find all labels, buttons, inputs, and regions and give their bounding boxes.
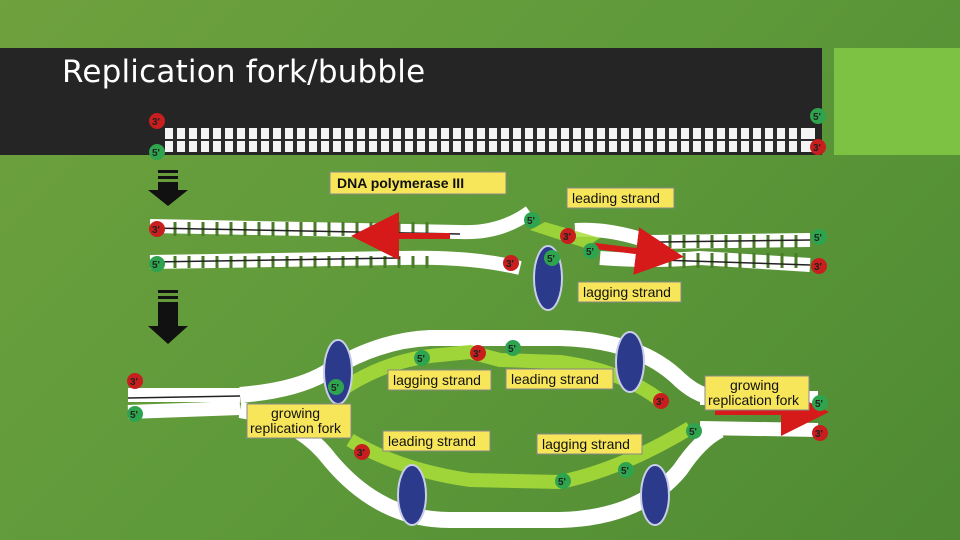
end-marker-3prime-row3-right: 3' xyxy=(812,425,828,441)
svg-text:5': 5' xyxy=(547,254,555,265)
dna-double-strand xyxy=(165,128,815,152)
svg-text:3': 3' xyxy=(815,429,823,440)
helicase-icon-left-bottom xyxy=(397,464,427,526)
label-leading-strand-row3-bottom: leading strand xyxy=(382,430,491,452)
end-marker-3prime-bottom-right: 3' xyxy=(810,139,826,155)
svg-text:3': 3' xyxy=(814,262,822,273)
svg-text:3': 3' xyxy=(357,448,365,459)
svg-text:5': 5' xyxy=(417,354,425,365)
svg-text:5': 5' xyxy=(813,112,821,123)
svg-text:5': 5' xyxy=(331,383,339,394)
title-accent-block xyxy=(834,48,960,155)
base-pair-ticks xyxy=(165,128,815,152)
down-arrow-step-2 xyxy=(148,290,188,344)
end-marker-3prime-row3-left: 3' xyxy=(127,373,143,389)
svg-text:lagging strand: lagging strand xyxy=(393,372,481,388)
svg-text:lagging strand: lagging strand xyxy=(542,436,630,452)
svg-text:replication fork: replication fork xyxy=(708,392,800,408)
svg-text:leading strand: leading strand xyxy=(572,190,660,206)
end-marker-5prime-row3-right: 5' xyxy=(812,395,828,411)
end-marker-3prime-row2-right: 3' xyxy=(811,258,827,274)
svg-text:5': 5' xyxy=(586,247,594,258)
dna-strands-left-tail xyxy=(127,388,241,419)
svg-text:3': 3' xyxy=(656,397,664,408)
leading-arrow-right xyxy=(594,227,684,275)
label-leading-strand-row3-top: leading strand xyxy=(505,368,614,390)
helicase-icon-right-top xyxy=(615,331,645,393)
label-lagging-strand-row3-top: lagging strand xyxy=(387,369,492,391)
svg-text:5': 5' xyxy=(152,148,160,159)
end-marker-3prime-top-left: 3' xyxy=(149,113,165,129)
label-leading-strand-row2: leading strand xyxy=(566,187,675,209)
template-line-right-top xyxy=(659,239,811,243)
end-marker-3prime-row2-left: 3' xyxy=(149,221,165,237)
end-marker-5prime-bottom-left: 5' xyxy=(149,144,165,160)
svg-text:5': 5' xyxy=(621,466,629,477)
label-growing-fork-left: growing replication fork xyxy=(246,403,352,439)
svg-text:5': 5' xyxy=(814,233,822,244)
svg-text:3': 3' xyxy=(813,143,821,154)
down-arrow-step-1 xyxy=(148,170,188,206)
end-marker-3prime-row2-mid: 3' xyxy=(503,255,519,271)
end-marker-5prime-row3-g: 5' xyxy=(555,473,571,489)
helicase-icon-right-bottom xyxy=(640,464,670,526)
svg-text:leading strand: leading strand xyxy=(511,371,599,387)
svg-text:5': 5' xyxy=(689,427,697,438)
svg-text:5': 5' xyxy=(508,344,516,355)
svg-text:5': 5' xyxy=(130,410,138,421)
svg-text:lagging strand: lagging strand xyxy=(583,284,671,300)
end-marker-5prime-top-right: 5' xyxy=(810,108,826,124)
label-dna-polymerase: DNA polymerase III xyxy=(329,171,507,195)
end-marker-3prime-row3-e: 3' xyxy=(653,393,669,409)
template-line-right-bottom xyxy=(659,259,811,266)
end-marker-3prime-row2-fork: 3' xyxy=(560,228,576,244)
label-lagging-strand-row3-bottom: lagging strand xyxy=(536,433,643,455)
end-marker-5prime-row3-b: 5' xyxy=(414,350,430,366)
end-marker-5prime-row2-mid: 5' xyxy=(544,250,560,266)
end-marker-3prime-row3-c: 3' xyxy=(470,345,486,361)
label-growing-fork-right: growing replication fork xyxy=(704,375,810,411)
slide-title: Replication fork/bubble xyxy=(62,54,426,90)
new-strand-bottom xyxy=(346,421,694,490)
svg-text:growing: growing xyxy=(271,405,320,421)
end-marker-5prime-row3-d: 5' xyxy=(505,340,521,356)
svg-text:replication fork: replication fork xyxy=(250,420,342,436)
bubble-bottom-strand xyxy=(238,402,724,528)
svg-text:3': 3' xyxy=(152,225,160,236)
end-marker-5prime-row2-arrow: 5' xyxy=(583,243,599,259)
end-marker-5prime-row3-left: 5' xyxy=(127,406,143,422)
svg-text:5': 5' xyxy=(152,260,160,271)
end-marker-5prime-row3-a: 5' xyxy=(328,379,344,395)
svg-text:growing: growing xyxy=(730,377,779,393)
bubble-top-strand xyxy=(239,330,721,406)
svg-text:5': 5' xyxy=(558,477,566,488)
svg-text:3': 3' xyxy=(130,377,138,388)
svg-text:5': 5' xyxy=(815,399,823,410)
svg-text:3': 3' xyxy=(152,117,160,128)
end-marker-5prime-row3-h: 5' xyxy=(618,462,634,478)
svg-text:5': 5' xyxy=(527,216,535,227)
svg-text:DNA polymerase III: DNA polymerase III xyxy=(337,175,464,191)
end-marker-3prime-row3-f: 3' xyxy=(354,444,370,460)
svg-text:3': 3' xyxy=(473,349,481,360)
svg-text:3': 3' xyxy=(563,232,571,243)
end-marker-5prime-row2-fork: 5' xyxy=(524,212,540,228)
svg-text:3': 3' xyxy=(506,259,514,270)
svg-text:leading strand: leading strand xyxy=(388,433,476,449)
label-lagging-strand-row2: lagging strand xyxy=(577,281,682,303)
end-marker-5prime-row2-right: 5' xyxy=(811,229,827,245)
end-marker-5prime-row2-left: 5' xyxy=(149,256,165,272)
end-marker-5prime-row3-i: 5' xyxy=(686,423,702,439)
